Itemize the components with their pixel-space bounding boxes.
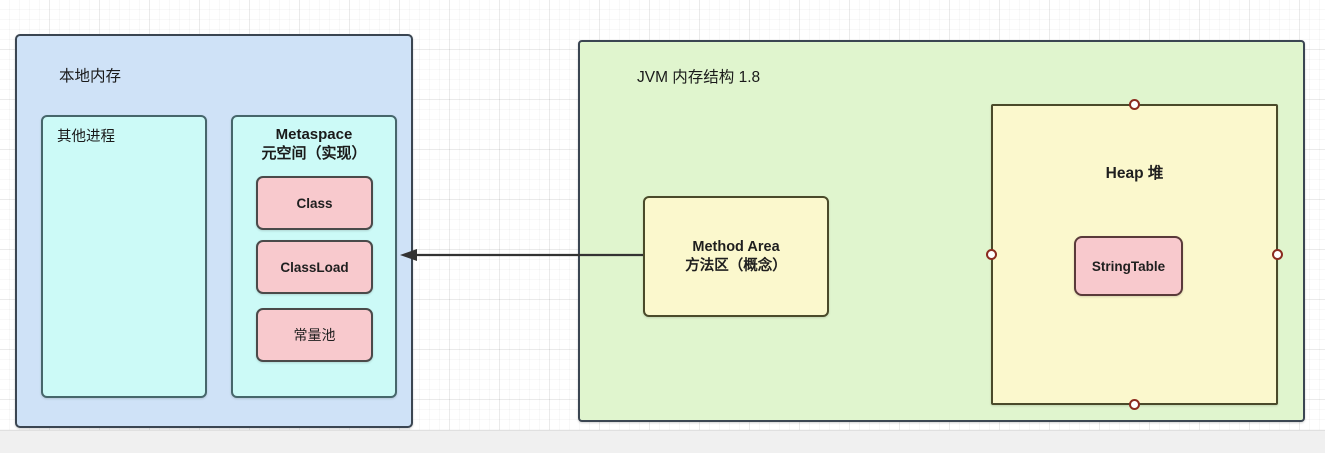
heap-resize-handle-right[interactable] (1272, 249, 1283, 260)
metaspace-item-constant-pool[interactable]: 常量池 (256, 308, 373, 362)
heap-resize-handle-top[interactable] (1129, 99, 1140, 110)
string-table-box[interactable]: StringTable (1074, 236, 1183, 296)
metaspace-item-classload[interactable]: ClassLoad (256, 240, 373, 294)
bottom-bar (0, 430, 1325, 453)
method-area-box[interactable]: Method Area 方法区（概念） (643, 196, 829, 317)
heap-resize-handle-left[interactable] (986, 249, 997, 260)
method-area-label: Method Area 方法区（概念） (685, 238, 787, 274)
local-memory-label: 本地内存 (59, 68, 122, 85)
other-process-label: 其他进程 (57, 129, 115, 145)
metaspace-item-class[interactable]: Class (256, 176, 373, 230)
heap-label: Heap 堆 (1105, 165, 1164, 182)
metaspace-label: Metaspace 元空间（实现） (261, 126, 367, 163)
other-process-box[interactable]: 其他进程 (41, 115, 207, 398)
jvm-memory-label: JVM 内存结构 1.8 (637, 69, 761, 86)
heap-resize-handle-bottom[interactable] (1129, 399, 1140, 410)
